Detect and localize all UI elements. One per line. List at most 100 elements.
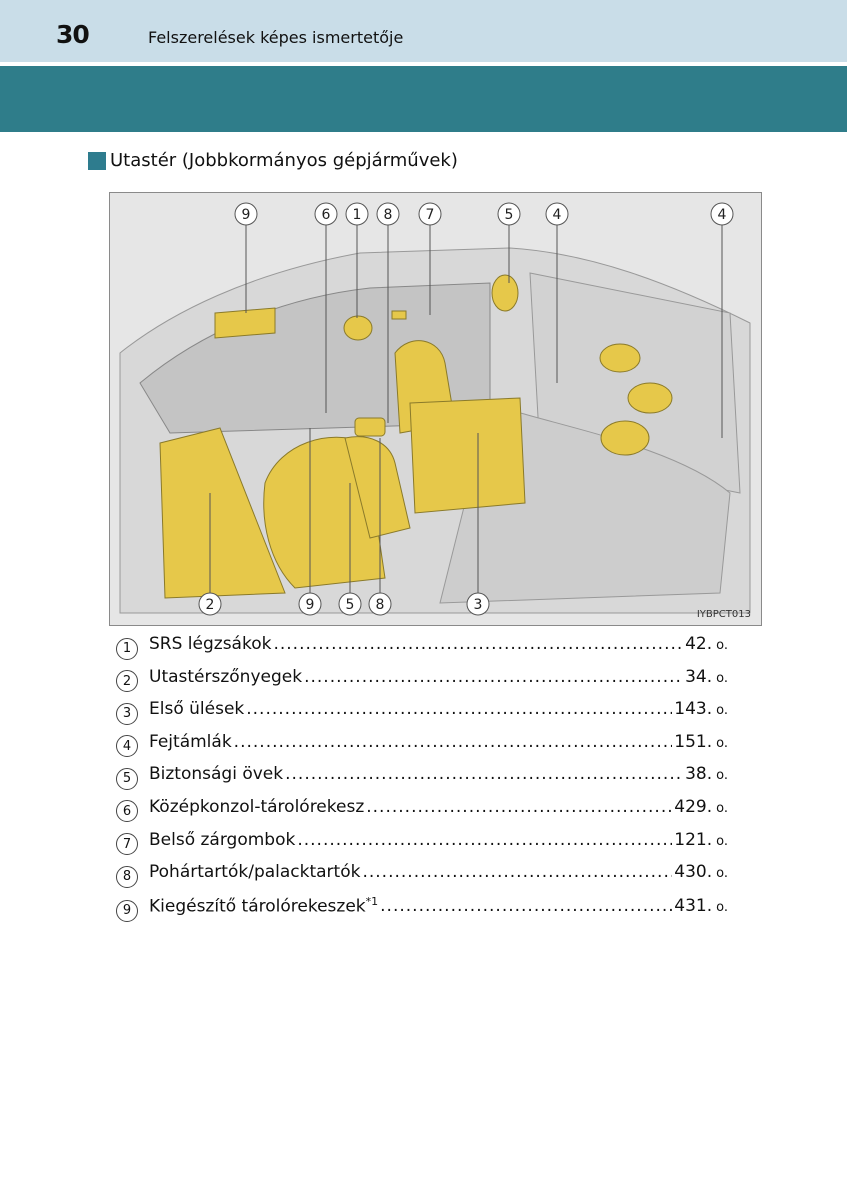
figure-code: IYBPCT013 — [696, 609, 751, 620]
rear-headrest-3-shape — [600, 420, 650, 456]
page-unit: o. — [716, 735, 728, 751]
item-page-ref[interactable]: 34.o. — [685, 667, 728, 687]
item-label: Pohártartók/palacktartók — [149, 862, 360, 882]
item-page-ref[interactable]: 121.o. — [674, 830, 728, 850]
reference-item-9[interactable]: 9 Kiegészítő tárolórekeszek*1 431.o. — [116, 895, 728, 928]
top-callout-8: 8 — [376, 202, 400, 226]
dot-leader — [285, 764, 683, 784]
highlighted-parts — [159, 274, 673, 599]
item-label-text: Pohártartók/palacktartók — [149, 862, 361, 883]
item-page-ref[interactable]: 143.o. — [674, 699, 728, 719]
steering-airbag-shape — [343, 315, 373, 341]
item-number-circle: 6 — [116, 800, 138, 823]
item-label-text: Utastérszőnyegek — [149, 666, 303, 687]
callout-number: 5 — [505, 207, 514, 223]
bottom-callout-3: 3 — [466, 592, 490, 616]
page-unit: o. — [716, 768, 728, 784]
item-number-circle: 1 — [116, 637, 138, 660]
leader-lines — [209, 225, 723, 593]
bottom-callouts: 2 9 5 8 3 — [198, 592, 490, 616]
footnote-marker: *1 — [365, 894, 379, 908]
page-number-text: 431. — [674, 896, 713, 917]
running-title: Felszerelések képes ismertetője — [148, 28, 404, 47]
rear-headrest-2-shape — [627, 382, 673, 414]
page-number-text: 429. — [674, 796, 713, 817]
top-callout-5: 5 — [497, 202, 521, 226]
callout-number: 9 — [242, 207, 251, 223]
reference-item-6[interactable]: 6 Középkonzol-tárolórekesz 429.o. — [116, 797, 728, 830]
callout-number: 4 — [553, 207, 562, 223]
item-number-circle: 5 — [116, 767, 138, 790]
item-label-text: Középkonzol-tárolórekesz — [149, 796, 365, 817]
item-label: Kiegészítő tárolórekeszek*1 — [149, 895, 378, 917]
callout-number: 9 — [306, 597, 315, 613]
item-page-ref[interactable]: 42.o. — [685, 634, 728, 654]
item-page-ref[interactable]: 151.o. — [674, 732, 728, 752]
callout-number: 2 — [206, 597, 215, 613]
item-page-ref[interactable]: 38.o. — [685, 764, 728, 784]
top-callout-4: 4 — [710, 202, 734, 226]
callout-number: 8 — [384, 207, 393, 223]
cupholder-shape — [354, 417, 386, 437]
seatbelt-shape — [344, 436, 411, 539]
dot-leader — [362, 862, 672, 882]
dot-leader — [297, 830, 672, 850]
page-number-text: 34. — [685, 666, 713, 687]
top-callout-4: 4 — [545, 202, 569, 226]
bottom-callout-8: 8 — [368, 592, 392, 616]
page-unit: o. — [716, 670, 728, 686]
item-label: Első ülések — [149, 699, 244, 719]
section-title: Utastér (Jobbkormányos gépjárművek) — [88, 150, 458, 171]
page-number-text: 151. — [674, 731, 713, 752]
reference-item-1[interactable]: 1 SRS légzsákok 42.o. — [116, 634, 728, 667]
item-label: Középkonzol-tárolórekesz — [149, 797, 364, 817]
page-unit: o. — [716, 833, 728, 849]
section-title-text: Utastér (Jobbkormányos gépjárművek) — [110, 150, 458, 171]
top-callout-6: 6 — [314, 202, 338, 226]
rear-headrest-1-shape — [599, 343, 641, 373]
dot-leader — [304, 667, 683, 687]
item-label-text: Fejtámlák — [149, 731, 232, 752]
callout-number: 5 — [346, 597, 355, 613]
page-unit: o. — [716, 900, 728, 916]
front-seat-right-shape — [409, 397, 526, 514]
storage-lid-shape — [214, 307, 276, 339]
item-label-text: SRS légzsákok — [149, 634, 272, 654]
reference-item-2[interactable]: 2 Utastérszőnyegek 34.o. — [116, 667, 728, 700]
item-label: Belső zárgombok — [149, 830, 295, 850]
page-unit: o. — [716, 703, 728, 719]
top-callout-1: 1 — [345, 202, 369, 226]
page-unit: o. — [716, 866, 728, 882]
callout-number: 4 — [718, 207, 727, 223]
bottom-callout-9: 9 — [298, 592, 322, 616]
page-number-text: 38. — [685, 764, 713, 785]
section-marker-icon — [88, 151, 106, 170]
page-unit: o. — [716, 638, 728, 653]
item-label-text: Belső zárgombok — [149, 829, 296, 850]
callout-number: 8 — [376, 597, 385, 613]
page-number-text: 143. — [674, 699, 713, 720]
bottom-callout-5: 5 — [338, 592, 362, 616]
item-number-circle: 9 — [116, 899, 138, 922]
header-band — [0, 0, 847, 62]
floor-mat-shape — [159, 427, 286, 599]
top-callout-9: 9 — [234, 202, 258, 226]
callout-number: 3 — [474, 597, 483, 613]
dot-leader — [246, 699, 672, 719]
item-page-ref[interactable]: 429.o. — [674, 797, 728, 817]
item-page-ref[interactable]: 431.o. — [674, 896, 728, 916]
reference-item-4[interactable]: 4Fejtámlák151.o. — [116, 732, 728, 765]
headrest-right-shape — [491, 274, 519, 312]
item-label: SRS légzsákok — [149, 634, 271, 654]
item-number-circle: 2 — [116, 670, 138, 693]
page-number: 30 — [56, 20, 90, 49]
item-page-ref[interactable]: 430.o. — [674, 862, 728, 882]
